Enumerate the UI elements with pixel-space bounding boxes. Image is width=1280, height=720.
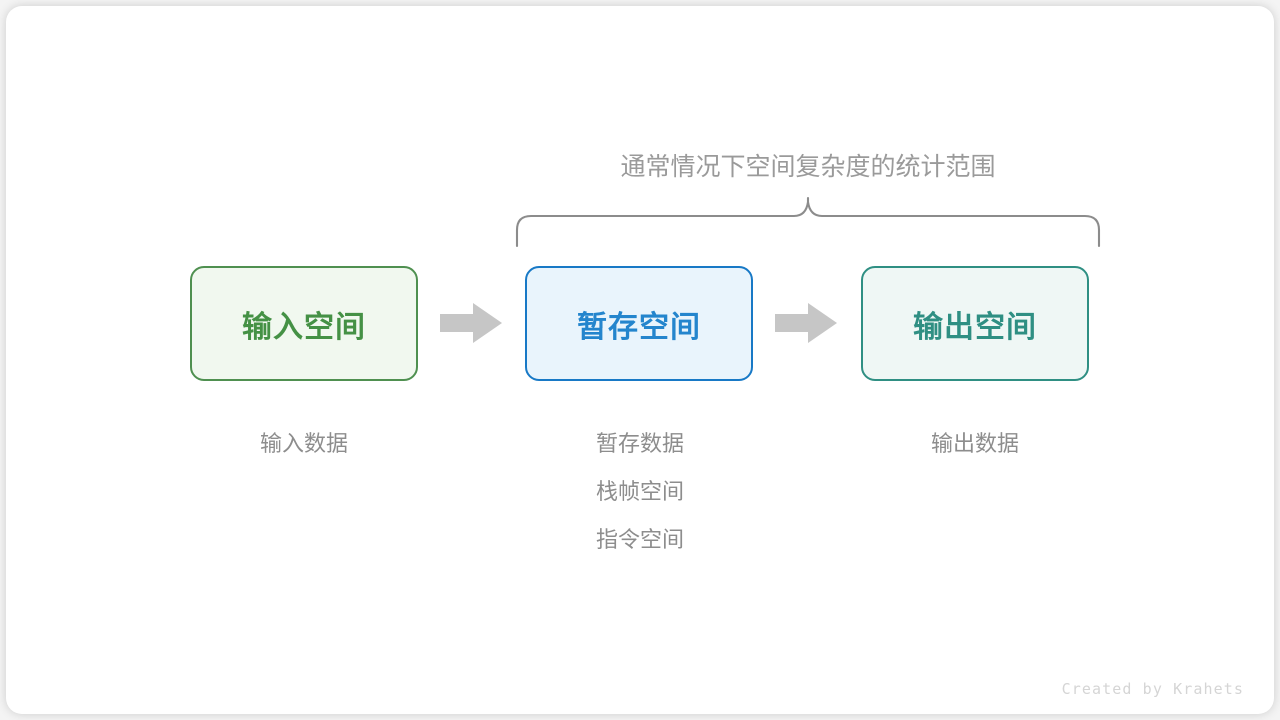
caption-line: 暂存数据 xyxy=(595,431,684,456)
brace-caption-suffix: 的统计范围 xyxy=(870,153,996,181)
brace-caption-emphasis: 空间复杂度 xyxy=(745,153,871,181)
brace-caption: 通常情况下空间复杂度的统计范围 xyxy=(620,148,995,186)
arrow-right-icon xyxy=(440,303,502,343)
box-temp-space[interactable]: 暂存空间 xyxy=(525,266,753,381)
caption-line: 栈帧空间 xyxy=(595,479,684,504)
caption-column-output: 输出数据 xyxy=(825,420,1125,468)
arrow-right-icon xyxy=(775,303,837,343)
box-output-space[interactable]: 输出空间 xyxy=(861,266,1089,381)
box-temp-space-label: 暂存空间 xyxy=(577,310,701,344)
caption-column-temp: 暂存数据 栈帧空间 指令空间 xyxy=(490,420,790,564)
brace-caption-prefix: 通常情况下 xyxy=(620,153,746,181)
watermark: Created by Krahets xyxy=(1061,680,1244,698)
caption-column-input: 输入数据 xyxy=(154,420,454,468)
scope-brace-icon xyxy=(515,196,1101,248)
caption-line: 指令空间 xyxy=(595,527,684,552)
box-input-space[interactable]: 输入空间 xyxy=(190,266,418,381)
box-input-space-label: 输入空间 xyxy=(242,310,366,344)
box-output-space-label: 输出空间 xyxy=(913,310,1037,344)
caption-line: 输入数据 xyxy=(259,431,348,456)
caption-line: 输出数据 xyxy=(930,431,1019,456)
